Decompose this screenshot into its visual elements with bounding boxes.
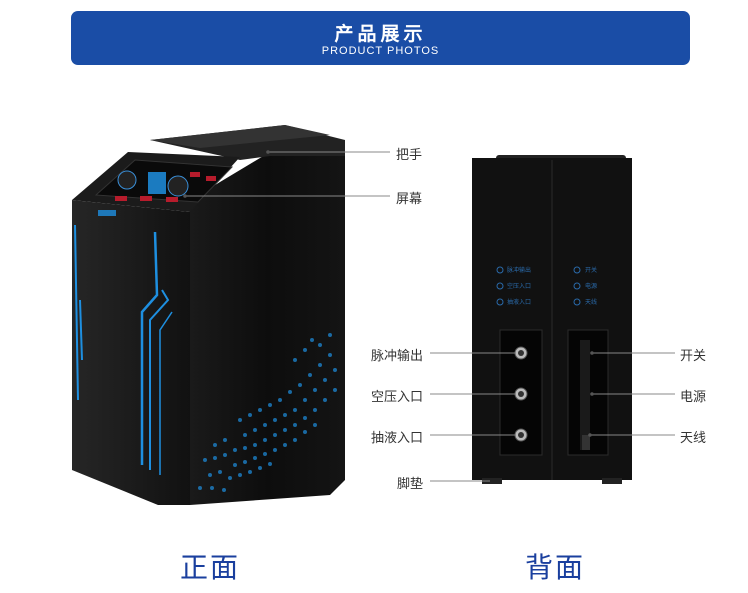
header-banner: 产品展示 PRODUCT PHOTOS [71, 11, 690, 65]
callout-foot-pad: 脚垫 [397, 477, 424, 492]
back-unit: 脉冲输出 空压入口 抽液入口 开关 电源 天线 [430, 155, 675, 484]
front-caption: 正面 [180, 551, 241, 584]
banner-subtitle: PRODUCT PHOTOS [321, 45, 440, 57]
callout-pulse-output: 脉冲输出 [371, 349, 424, 364]
banner-title: 产品展示 [334, 23, 427, 45]
panel-right-label-1: 开关 [585, 266, 597, 274]
panel-right-label-2: 电源 [585, 282, 597, 290]
callout-handle: 把手 [396, 148, 423, 163]
panel-left-label-2: 空压入口 [507, 282, 531, 290]
panel-left-label-3: 抽液入口 [507, 298, 531, 306]
callout-air-inlet: 空压入口 [371, 390, 424, 405]
panel-left-label-1: 脉冲输出 [507, 266, 531, 274]
back-caption: 背面 [525, 551, 586, 584]
panel-right-label-3: 天线 [585, 298, 597, 306]
callout-power: 电源 [680, 390, 707, 405]
callout-screen: 屏幕 [396, 192, 423, 207]
callout-antenna: 天线 [680, 431, 707, 446]
callout-liquid-inlet: 抽液入口 [371, 431, 424, 446]
callout-switch: 开关 [680, 349, 707, 364]
front-unit [72, 125, 390, 505]
